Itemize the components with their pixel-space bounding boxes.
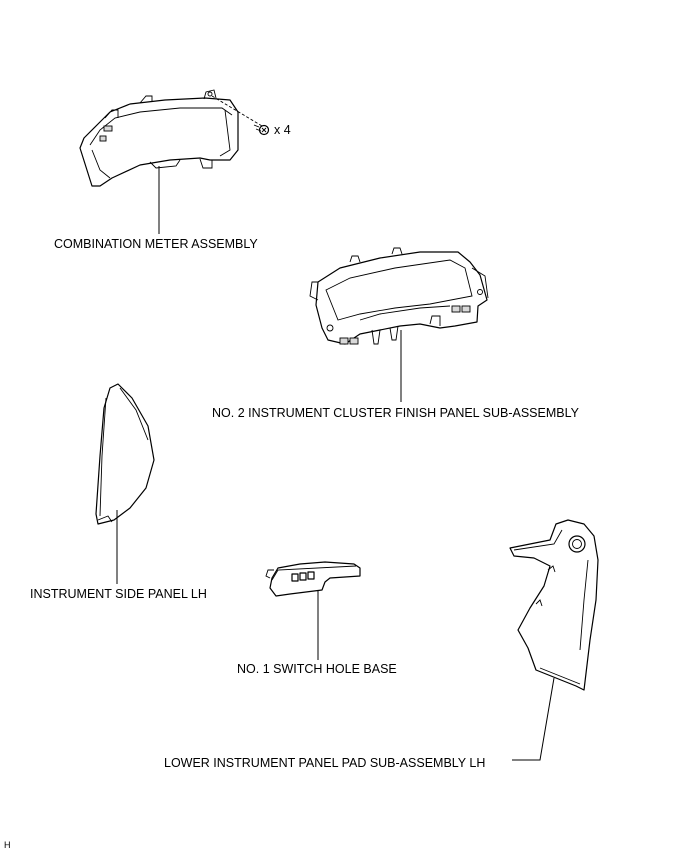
side-panel-label: INSTRUMENT SIDE PANEL LH <box>30 587 207 601</box>
screw-icon <box>253 124 270 136</box>
screw-quantity-label: x 4 <box>274 123 291 137</box>
combination-meter-label: COMBINATION METER ASSEMBLY <box>54 237 258 251</box>
lower-pad-leader <box>512 677 555 761</box>
switch-hole-base-illustration <box>265 561 361 597</box>
lower-pad-illustration <box>509 519 599 691</box>
switch-slot-icon <box>307 571 315 580</box>
switch-slot-icon <box>291 573 299 582</box>
corner-mark: H <box>4 840 11 850</box>
switch-slot-icon <box>299 572 307 581</box>
cluster-finish-panel-illustration <box>309 247 489 345</box>
cluster-finish-panel-label: NO. 2 INSTRUMENT CLUSTER FINISH PANEL SU… <box>212 406 580 420</box>
combination-meter-illustration <box>79 89 239 187</box>
lower-pad-label: LOWER INSTRUMENT PANEL PAD SUB-ASSEMBLY … <box>164 756 485 770</box>
pad-button-icon <box>568 535 586 553</box>
side-panel-illustration <box>95 383 155 525</box>
switch-hole-base-label: NO. 1 SWITCH HOLE BASE <box>237 662 397 676</box>
